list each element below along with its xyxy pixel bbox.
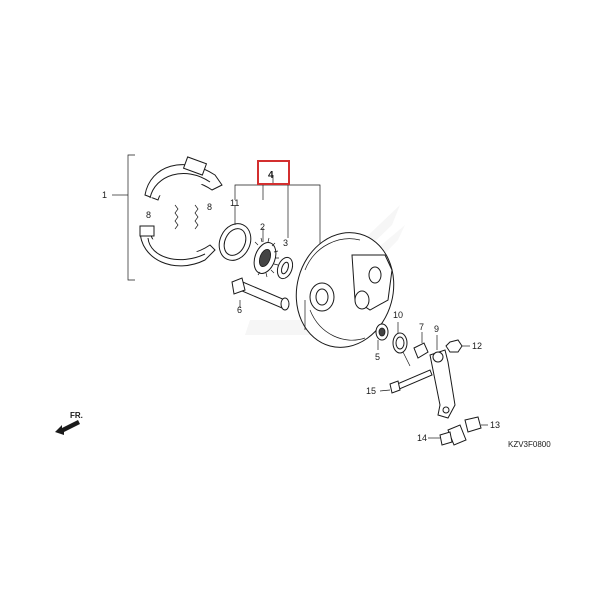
callout-5: 5 (375, 352, 380, 362)
callout-2: 2 (260, 222, 265, 232)
callout-8-left: 8 (146, 210, 151, 220)
highlight-box (257, 160, 290, 185)
callout-10: 10 (393, 310, 403, 320)
diagram-code: KZV3F0800 (508, 440, 551, 449)
part-11-seal[interactable] (213, 205, 256, 266)
callout-13: 13 (490, 420, 500, 430)
callout-12: 12 (472, 341, 482, 351)
part-15-bolt[interactable] (379, 369, 433, 394)
direction-label: FR. (70, 411, 83, 420)
part-6-camshaft[interactable] (231, 277, 290, 311)
part-5-seal[interactable] (375, 323, 389, 350)
part-12-nut[interactable] (445, 339, 470, 353)
brake-panel[interactable] (284, 222, 407, 359)
callout-15: 15 (366, 386, 376, 396)
brake-shoe-group[interactable] (112, 154, 223, 281)
callout-7: 7 (419, 322, 424, 332)
callout-6: 6 (237, 305, 242, 315)
front-direction-arrow: FR. (55, 411, 83, 435)
callout-4: 4 (268, 170, 274, 181)
callout-9: 9 (434, 324, 439, 334)
callout-11: 11 (230, 198, 239, 208)
part-13-pin[interactable] (464, 416, 488, 433)
callout-8-right: 8 (207, 202, 212, 212)
part-7-indicator[interactable] (413, 332, 429, 359)
part-3-washer[interactable] (275, 255, 296, 280)
callout-1: 1 (102, 190, 107, 200)
callout-3: 3 (283, 238, 288, 248)
part-10-spring[interactable] (392, 322, 411, 367)
part-2-gear[interactable] (250, 228, 280, 278)
part-9-brake-arm[interactable] (429, 335, 456, 419)
callout-14: 14 (417, 433, 427, 443)
part-14-joint[interactable] (428, 424, 467, 446)
